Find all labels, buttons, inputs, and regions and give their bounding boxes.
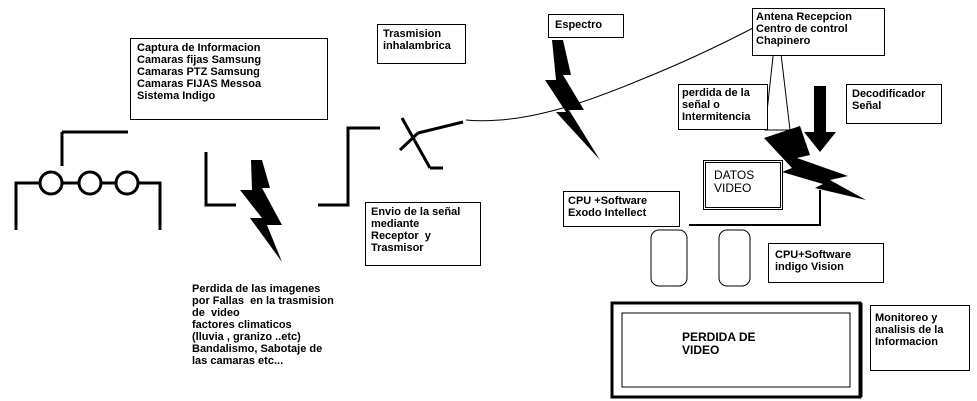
lightning-bolt-icon [240, 160, 282, 262]
monitoreo-text: Monitoreo y analisis de la Informacion [875, 312, 944, 348]
envio-text: Envio de la señal mediante Receptor y Tr… [371, 206, 461, 254]
espectro-label-box: Espectro [548, 14, 624, 38]
antena-text: Antena Recepcion Centro de control Chapi… [756, 11, 852, 47]
monitor-frame [610, 301, 862, 399]
cpu-exodo-text: CPU +Software Exodo Intellect [568, 195, 648, 219]
antena-label-box: Antena Recepcion Centro de control Chapi… [752, 8, 885, 56]
monitoreo-label-box: Monitoreo y analisis de la Informacion [870, 305, 970, 371]
connector-line [689, 190, 821, 226]
transmitter-antenna-icon [398, 117, 464, 170]
envio-label-box: Envio de la señal mediante Receptor y Tr… [365, 202, 481, 266]
cpu-tower-icon [718, 229, 751, 287]
captura-text: Captura de Informacion Camaras fijas Sam… [137, 42, 262, 102]
lightning-bolt-icon [764, 126, 866, 200]
espectro-text: Espectro [555, 19, 603, 31]
monitor-screen [621, 312, 851, 388]
perdida-senal-label-box: perdida de la señal o Intermitencia [678, 84, 768, 130]
perdida-imagenes-text: Perdida de las imagenes por Fallas en la… [192, 283, 334, 367]
perdida-senal-text: perdida de la señal o Intermitencia [682, 87, 751, 123]
cpu-indigo-label-box: CPU+Software indigo Vision [768, 243, 884, 283]
decodificador-label-box: Decodificador Señal [846, 84, 942, 124]
receiver-antenna-icon [764, 19, 791, 131]
decodificador-text: Decodificador Señal [852, 88, 926, 112]
trasmision-text: Trasmision inhalambrica [383, 28, 451, 52]
trasmision-label-box: Trasmision inhalambrica [377, 24, 466, 64]
cpu-indigo-text: CPU+Software indigo Vision [775, 249, 852, 273]
datos-video-text: DATOS VIDEO [714, 168, 755, 195]
captura-label-box: Captura de Informacion Camaras fijas Sam… [130, 38, 328, 120]
camera-array-icon [14, 130, 162, 230]
connector-line [204, 152, 236, 207]
wireless-link-line [465, 26, 756, 122]
lightning-bolt-icon [545, 40, 600, 160]
datos-video-box: DATOS VIDEO [703, 160, 783, 210]
down-arrow-icon [804, 86, 836, 152]
cpu-exodo-label-box: CPU +Software Exodo Intellect [563, 191, 680, 227]
cpu-tower-icon [650, 229, 688, 287]
perdida-video-text: PERDIDA DE VIDEO [682, 330, 756, 357]
connector-line [318, 126, 380, 207]
